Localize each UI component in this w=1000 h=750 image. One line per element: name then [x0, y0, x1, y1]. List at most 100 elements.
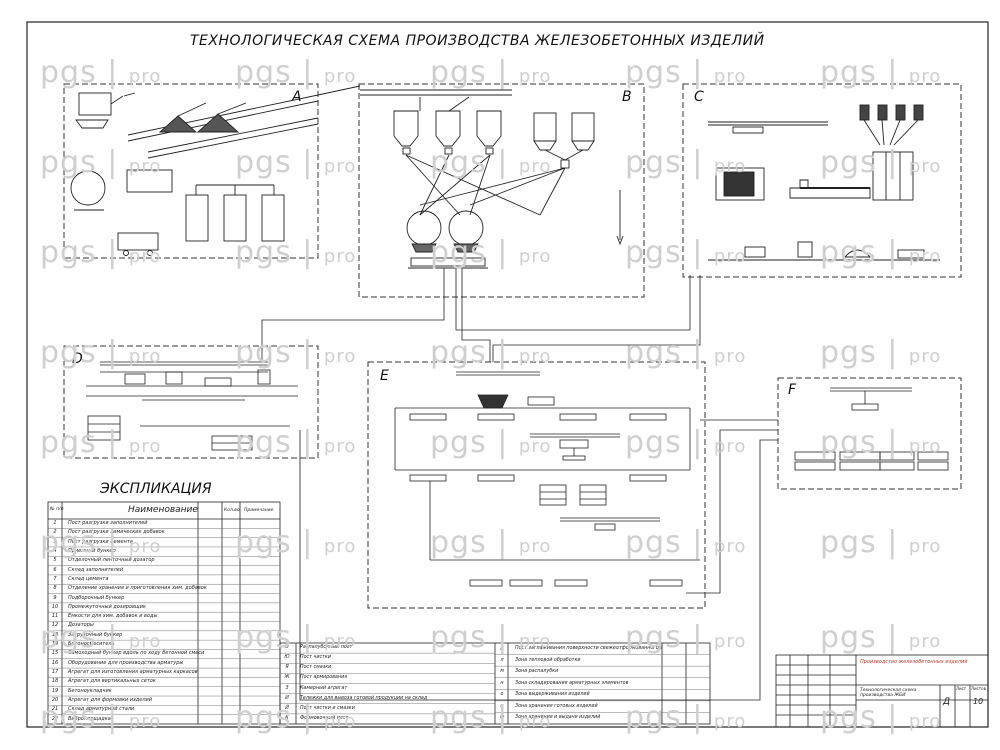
row-code: Ю — [284, 655, 290, 661]
row-name: Приемный бункер — [68, 547, 116, 554]
stamp-red-line: Производство железобетонных изделий — [860, 659, 968, 665]
explication-header: № п/п Наименование Кол.во Примечание — [48, 502, 280, 519]
zone-c-box — [682, 83, 962, 278]
row-name: Пост смазки — [300, 665, 332, 671]
row-number: 5 — [53, 557, 57, 564]
row-name: Формовочный пост — [300, 715, 349, 721]
row-name: Бетоноукладчик — [68, 687, 112, 694]
row-number: 8 — [53, 585, 57, 592]
row-name: Пост заглаживания поверхности свежеотфор… — [515, 646, 662, 651]
row-number: 3 — [53, 538, 57, 545]
row-number: 19 — [51, 687, 59, 694]
header-note: Примечание — [244, 508, 274, 513]
row-number: 9 — [53, 594, 57, 601]
table-row: И Тележки для вывоза готовой продукции на… — [280, 694, 495, 704]
zone-letter-d: D — [72, 351, 83, 367]
explication-table-frame — [47, 501, 281, 725]
explication-row: 9 Подборочный бункер — [48, 594, 280, 603]
row-name: Тележки для вывоза готовой продукции на … — [300, 695, 428, 701]
stamp-sheets-label: Листов — [971, 686, 986, 691]
explication-row: 8 Отделение хранения и приготовления хим.… — [48, 584, 280, 593]
row-name: Оборудование для производства арматуры — [68, 659, 184, 666]
row-name: Зона хранения и выдачи изделий — [515, 715, 601, 721]
row-code: И — [285, 695, 289, 701]
row-name: Самоходный бункер вдоль по ходу бетонной… — [68, 650, 205, 657]
row-number: 11 — [51, 613, 59, 620]
row-name: Отделение хранения и приготовления хим. … — [68, 585, 207, 592]
explication-title: ЭКСПЛИКАЦИЯ — [100, 481, 212, 497]
explication-row: 11 Емкости для хим. добавок и воды — [48, 612, 280, 621]
row-name: Пост чистки — [300, 655, 331, 661]
row-name: Агрегат для изготовления арматурных карк… — [68, 669, 198, 675]
row-number: 14 — [51, 641, 59, 648]
stamp-sheet-number: 10 — [973, 697, 984, 706]
row-name: Пост чистки и смазки — [300, 705, 355, 711]
row-name: Пост разгрузки химических добавок — [68, 529, 165, 536]
zone-letter-b: B — [622, 89, 632, 105]
zone-b-box — [358, 83, 645, 298]
row-name: Зона распалубки — [515, 669, 559, 675]
row-number: 2 — [53, 529, 57, 536]
table-row: о Зона выдерживания изделий — [495, 689, 662, 701]
row-code: р — [500, 646, 504, 651]
table-row: н Зона складирования арматурных элементов — [495, 678, 662, 690]
row-code: Я — [285, 665, 289, 671]
row-number: 10 — [51, 603, 59, 610]
row-number: 20 — [51, 696, 59, 703]
explication-row: 3 Пост разгрузки цемента — [48, 538, 280, 547]
row-number: 1 — [53, 520, 57, 526]
zone-d-equipment — [86, 361, 298, 451]
stamp-stage: Д — [943, 697, 951, 707]
row-name: Зона складирования арматурных элементов — [515, 680, 629, 686]
explication-row: 19 Бетоноукладчик — [48, 687, 280, 696]
zone-d-box — [63, 345, 319, 459]
row-name: Промежуточный дозировщик — [68, 603, 146, 610]
row-code: н — [500, 680, 504, 686]
table-row: ф Зона хранения и выдачи изделий — [495, 712, 662, 724]
row-name: Камерный агрегат — [300, 685, 348, 691]
row-name: Подборочный бункер — [68, 594, 125, 601]
zone-letter-a: A — [291, 89, 302, 105]
row-number: 6 — [53, 566, 57, 573]
row-name: Пост армирования — [300, 675, 348, 681]
row-name: Емкости для хим. добавок и воды — [68, 613, 158, 620]
row-number: 18 — [51, 678, 59, 685]
header-num: № п/п — [50, 507, 64, 512]
row-name: Зона выдерживания изделий — [515, 692, 590, 698]
row-code: ф — [499, 715, 505, 721]
header-qty: Кол.во — [224, 508, 240, 513]
row-number: 22 — [51, 715, 59, 722]
row-name: Пост разгрузки цемента — [68, 538, 133, 545]
row-code: о — [500, 692, 504, 698]
table-row: Я Пост смазки — [280, 663, 495, 673]
row-name: Отделочный ленточный дозатор — [68, 557, 155, 564]
row-number: 21 — [51, 706, 59, 713]
zone-c-equipment — [708, 104, 940, 261]
zone-letter-f: F — [788, 382, 797, 398]
sheet-frame — [26, 21, 989, 728]
row-code: л — [500, 657, 504, 663]
explication-row: 2 Пост разгрузки химических добавок — [48, 528, 280, 537]
stamp-doc-name: Технологическая схема производства ЖБИ — [860, 688, 917, 698]
row-name: Зона тепловой обработки — [515, 657, 581, 663]
explication-row: 5 Отделочный ленточный дозатор — [48, 556, 280, 565]
row-number: 7 — [53, 575, 57, 582]
row-name: Зона хранения готовых изделий — [515, 703, 598, 709]
row-code: З — [285, 685, 289, 691]
zone-letter-c: C — [694, 89, 704, 105]
row-name: Агрегат для формовки изделий — [68, 696, 153, 703]
header-name: Наименование — [128, 505, 198, 515]
row-name: Склад заполнителей — [68, 566, 124, 573]
